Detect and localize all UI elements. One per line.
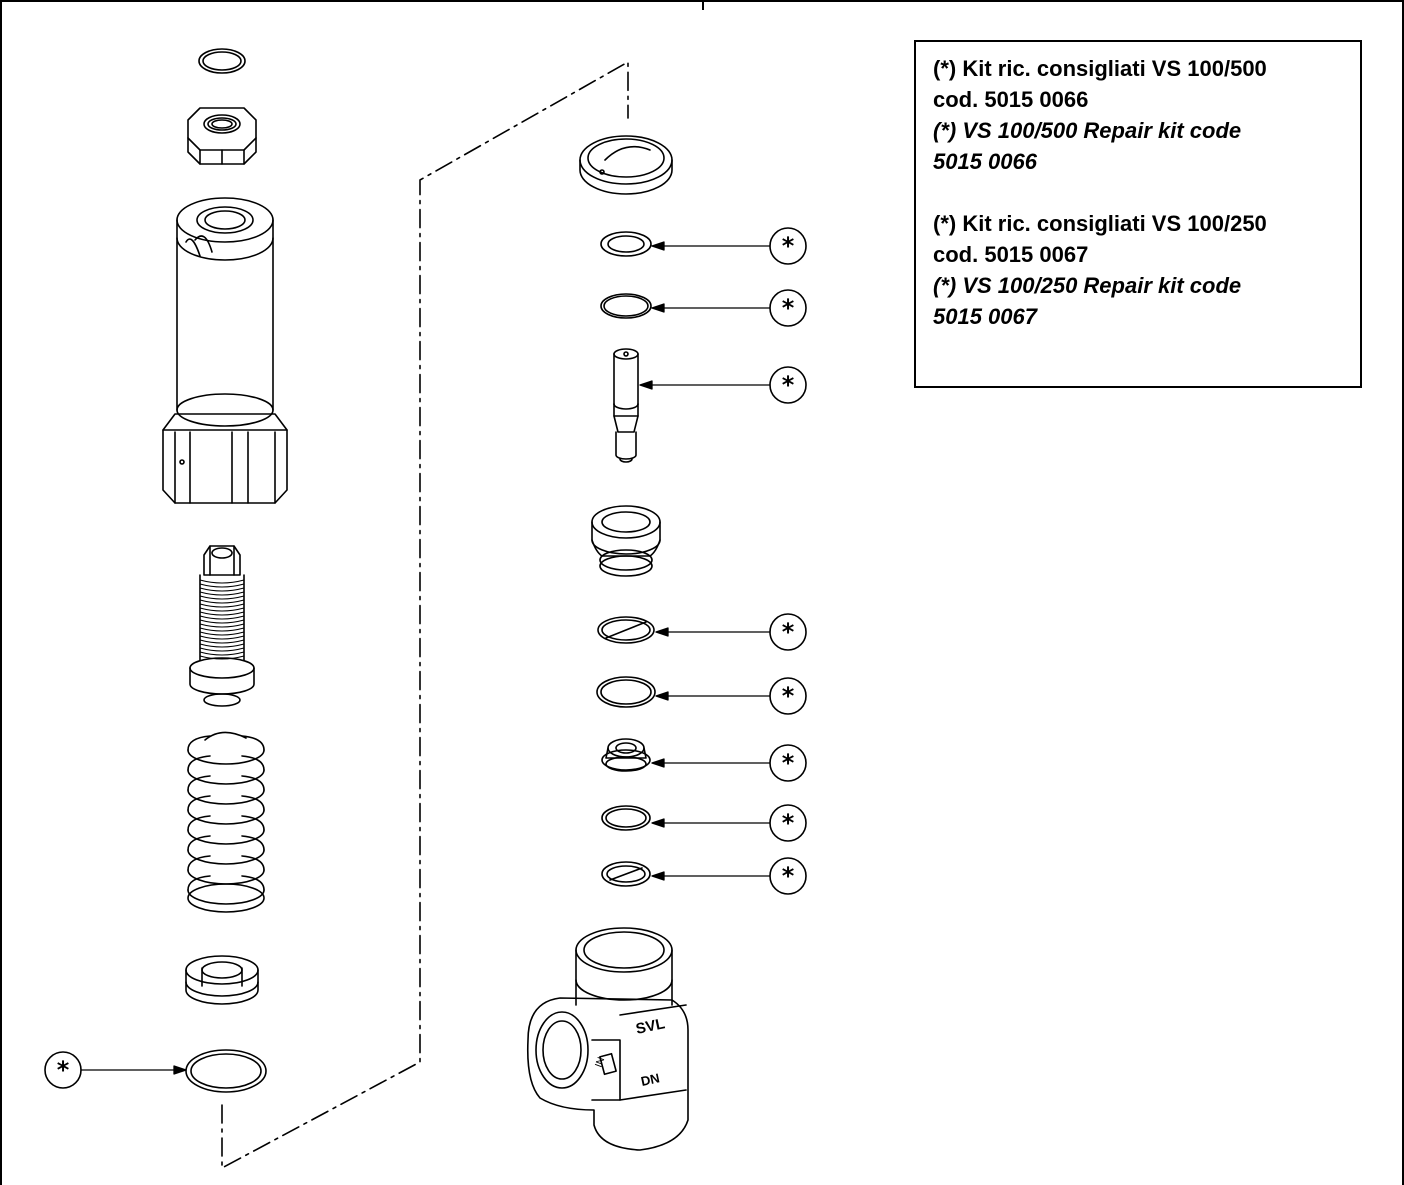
kit-callout-symbol: *	[782, 371, 795, 399]
thread-line	[199, 639, 245, 644]
spring-end-coil	[187, 883, 265, 913]
kit-callout-symbol: *	[782, 749, 795, 777]
thread-line	[199, 619, 245, 624]
repair-kit-note: (*) Kit ric. consigliati VS 100/500 cod.…	[914, 40, 1362, 388]
spring-coil	[187, 889, 265, 905]
callout-arrowhead	[651, 758, 665, 768]
part-seal-ring-3	[601, 861, 651, 887]
frame-center-tick	[702, 0, 704, 10]
part-lower-oring	[185, 1049, 267, 1093]
thread-line	[199, 631, 245, 636]
callout-arrowhead	[655, 691, 669, 701]
thread-line	[199, 627, 245, 632]
kit-callout-symbol: *	[57, 1056, 70, 1084]
thread-line	[199, 587, 245, 592]
thread-line	[199, 583, 245, 588]
part-oring-3	[601, 805, 651, 831]
thread-line	[199, 647, 245, 652]
thread-line	[199, 603, 245, 608]
thread-line	[199, 623, 245, 628]
thread-line	[199, 599, 245, 604]
part-oring-1	[600, 293, 652, 319]
spring-coil-back	[187, 875, 265, 891]
kit-callout-symbol: *	[782, 232, 795, 260]
spring-coil	[187, 849, 265, 865]
kit-callout-symbol: *	[782, 809, 795, 837]
kit-callout-symbol: *	[782, 294, 795, 322]
spring-coil-back	[187, 835, 265, 851]
part-seat-nut	[591, 505, 661, 577]
spring-coil-back	[187, 755, 265, 771]
spring-coil	[187, 829, 265, 845]
assembly-path-line	[221, 61, 629, 1169]
part-valve-body	[526, 927, 689, 1151]
spring-coil	[187, 749, 265, 765]
kit-note-spacer	[933, 177, 1346, 208]
part-top-ring	[198, 48, 246, 74]
part-bonnet-housing	[162, 197, 288, 504]
callout-arrowhead	[651, 241, 665, 251]
spring-coil	[187, 869, 265, 885]
kit-callout-symbol: *	[782, 618, 795, 646]
callout-arrowhead	[173, 1065, 187, 1075]
callout-arrowhead	[639, 380, 653, 390]
callout-arrowhead	[651, 871, 665, 881]
kit-500-english-line1: (*) VS 100/500 Repair kit code	[933, 118, 1242, 143]
kit-500-italian-line: (*) Kit ric. consigliati VS 100/500	[933, 56, 1267, 81]
valve-body-inlet-mark: IN	[593, 1056, 607, 1069]
kit-250-english-line1: (*) VS 100/250 Repair kit code	[933, 273, 1242, 298]
thread-line	[199, 607, 245, 612]
kit-250-italian-code: cod. 5015 0067	[933, 242, 1089, 267]
part-adjusting-screw	[189, 545, 255, 707]
part-seal-ring-1	[600, 231, 652, 257]
part-spring	[187, 731, 265, 913]
thread-line	[199, 655, 245, 660]
thread-line	[199, 643, 245, 648]
part-cap	[579, 135, 673, 195]
kit-callout-symbol: *	[782, 862, 795, 890]
spring-coil-back	[187, 815, 265, 831]
spring-coil-back	[187, 735, 265, 751]
spring-coil	[187, 809, 265, 825]
spring-coil	[187, 789, 265, 805]
kit-500-italian-code: cod. 5015 0066	[933, 87, 1089, 112]
thread-line	[199, 579, 245, 584]
thread-line	[199, 591, 245, 596]
part-hex-nut	[187, 107, 257, 165]
part-oring-2	[596, 676, 656, 708]
part-spring-guide-disc	[185, 955, 259, 1005]
valve-body-marking: SVL	[634, 1015, 666, 1038]
thread-line	[199, 595, 245, 600]
thread-line	[199, 611, 245, 616]
spring-coil-back	[187, 775, 265, 791]
kit-500-english-line2: 5015 0066	[933, 149, 1037, 174]
spring-coil-back	[187, 795, 265, 811]
thread-line	[199, 635, 245, 640]
spring-coil-back	[187, 855, 265, 871]
thread-line	[199, 651, 245, 656]
valve-body-outlet-mark: DN	[640, 1070, 661, 1089]
callout-arrowhead	[655, 627, 669, 637]
callout-arrowhead	[651, 818, 665, 828]
part-piston	[613, 348, 639, 463]
kit-callout-symbol: *	[782, 682, 795, 710]
callout-arrowhead	[651, 303, 665, 313]
kit-250-italian-line: (*) Kit ric. consigliati VS 100/250	[933, 211, 1267, 236]
thread-line	[199, 615, 245, 620]
spring-coil	[187, 769, 265, 785]
kit-250-english-line2: 5015 0067	[933, 304, 1037, 329]
part-valve-seat	[601, 738, 651, 772]
part-seal-ring-2	[597, 616, 655, 644]
